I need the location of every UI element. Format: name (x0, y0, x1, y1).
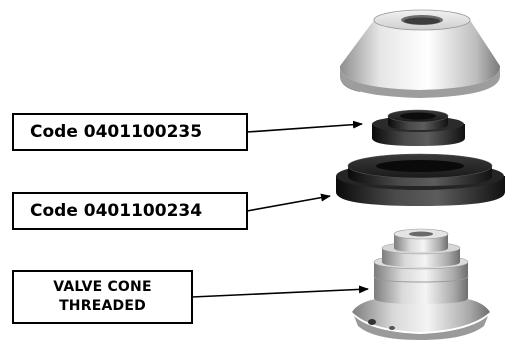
label-valve-cone-line1: VALVE CONE (53, 279, 152, 295)
top-cone-part (340, 9, 500, 98)
small-dark-ring-part (372, 109, 465, 146)
arrow-part-a (246, 120, 363, 133)
label-valve-cone-threaded: VALVE CONE THREADED (12, 270, 193, 324)
label-code-0401100235-text: Code 0401100235 (30, 122, 203, 142)
label-code-0401100235: Code 0401100235 (12, 113, 248, 151)
label-code-0401100234: Code 0401100234 (12, 192, 248, 230)
large-dark-washer-part (336, 153, 505, 206)
label-code-0401100234-text: Code 0401100234 (30, 201, 203, 221)
arrow-part-b (246, 193, 331, 212)
arrow-part-c (191, 285, 369, 298)
valve-cone-part (352, 228, 490, 340)
label-valve-cone-line2: THREADED (59, 298, 146, 314)
